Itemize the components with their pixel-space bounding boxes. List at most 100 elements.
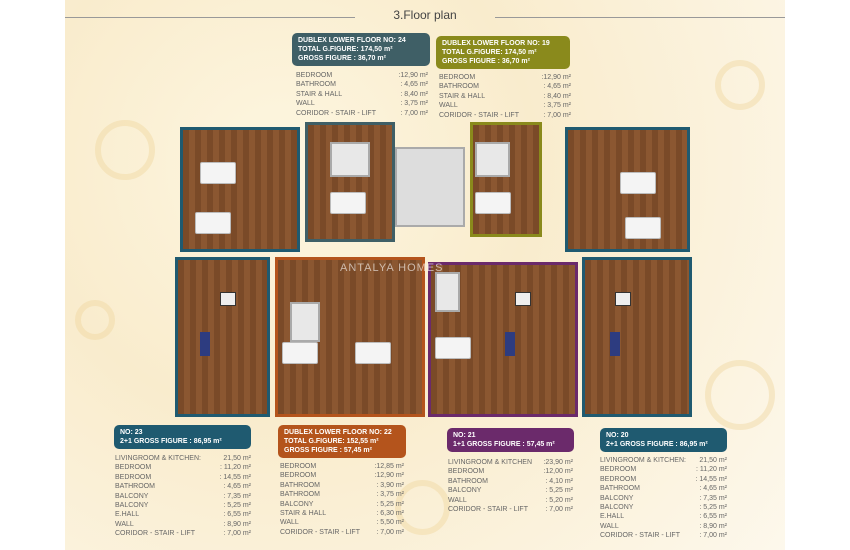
- area-row: WALL: 8,90 m²: [600, 522, 727, 531]
- room-name: BALCONY: [115, 502, 149, 510]
- room-name: WALL: [280, 519, 299, 527]
- area-row: BEDROOM:12,85 m²: [280, 462, 404, 471]
- bed: [330, 192, 366, 214]
- header-line: TOTAL G.FIGURE: 152,55 m²: [284, 438, 379, 445]
- room-name: BEDROOM: [115, 473, 152, 481]
- area-row: BALCONY: 5,25 m²: [448, 486, 573, 495]
- room-area: : 4,65 m²: [223, 483, 251, 491]
- unit-23-header: NO: 23 2+1 GROSS FIGURE : 86,95 m²: [114, 425, 251, 449]
- sofa: [200, 332, 210, 356]
- room-area: : 6,55 m²: [699, 513, 727, 521]
- room-name: BEDROOM: [439, 74, 476, 81]
- room-name: BATHROOM: [280, 481, 320, 489]
- bathroom: [475, 142, 510, 177]
- room-area: :12,90 m²: [398, 72, 428, 79]
- room-name: LIVINGROOM & KITCHEN:: [600, 457, 686, 464]
- area-row: WALL: 3,75 m²: [296, 99, 428, 108]
- unit-24-header: DUBLEX LOWER FLOOR NO: 24 TOTAL G.FIGURE…: [292, 33, 430, 66]
- header-line: DUBLEX LOWER FLOOR NO: 22: [284, 429, 392, 436]
- room-area: : 7,00 m²: [543, 111, 571, 119]
- room-area: : 7,35 m²: [223, 492, 251, 500]
- stair-core: [395, 147, 465, 227]
- room-name: BEDROOM: [448, 468, 485, 476]
- area-row: CORIDOR - STAIR - LIFT : 7,00 m²: [115, 529, 251, 538]
- unit-19: [470, 122, 542, 237]
- header-line: 1+1 GROSS FIGURE : 57,45 m²: [453, 441, 555, 448]
- area-row: BATHROOM: 4,10 m²: [448, 477, 573, 486]
- area-row: LIVINGROOM & KITCHEN:21,50 m²: [115, 454, 251, 463]
- header-line: 2+1 GROSS FIGURE : 86,95 m²: [120, 438, 222, 445]
- area-row: BALCONY: 7,35 m²: [600, 494, 727, 503]
- area-row: BEDROOM : 14,55 m²: [115, 473, 251, 482]
- decor-bubble: [705, 360, 775, 430]
- bathroom: [435, 272, 460, 312]
- area-row: BEDROOM:12,90 m²: [439, 73, 571, 82]
- room-area: : 5,20 m²: [545, 496, 573, 504]
- header-line: DUBLEX LOWER FLOOR NO: 19: [442, 40, 550, 47]
- header-line: NO: 23: [120, 429, 143, 436]
- room-name: BALCONY: [280, 500, 314, 508]
- header-line: TOTAL G.FIGURE: 174,50 m²: [298, 46, 393, 53]
- room-name: BALCONY: [600, 494, 634, 502]
- dining-table: [515, 292, 531, 306]
- dining-table: [615, 292, 631, 306]
- room-name: STAIR & HALL: [280, 510, 327, 518]
- decor-bubble: [95, 120, 155, 180]
- room-area: : 5,25 m²: [223, 502, 251, 510]
- area-row: BATHROOM: 4,65 m²: [600, 484, 727, 493]
- room-name: BATHROOM: [115, 483, 155, 491]
- area-row: LIVINGROOM & KITCHEN: 21,50 m²: [600, 456, 727, 465]
- area-row: E.HALL: 6,55 m²: [115, 510, 251, 519]
- room-area: : 3,75 m²: [376, 491, 404, 499]
- header-line: GROSS FIGURE : 57,45 m²: [284, 447, 372, 454]
- room-name: BALCONY: [115, 492, 149, 500]
- room-area: :12,85 m²: [374, 463, 404, 470]
- room-area: : 5,25 m²: [376, 500, 404, 508]
- unit-19-header: DUBLEX LOWER FLOOR NO: 19 TOTAL G.FIGURE…: [436, 36, 570, 69]
- room-name: WALL: [296, 100, 315, 108]
- room-area: : 5,25 m²: [699, 504, 727, 512]
- area-row: E.HALL : 6,55 m²: [600, 512, 727, 521]
- header-line: 2+1 GROSS FIGURE : 86,95 m²: [606, 441, 708, 448]
- area-row: BEDROOM:12,90 m²: [280, 471, 404, 480]
- area-row: BEDROOM:12,00 m²: [448, 467, 573, 476]
- unit-23-bedrooms: [180, 127, 300, 252]
- room-name: CORIDOR - STAIR - LIFT: [448, 506, 528, 514]
- room-area: : 7,00 m²: [400, 109, 428, 117]
- area-row: STAIR & HALL : 8,40 m²: [296, 90, 428, 99]
- room-area: : 14,55 m²: [219, 473, 251, 481]
- area-row: WALL: 8,90 m²: [115, 520, 251, 529]
- room-name: BATHROOM: [280, 491, 320, 499]
- room-area: :23,90 m²: [543, 459, 573, 466]
- page-title: 3.Floor plan: [65, 8, 785, 26]
- header-line: GROSS FIGURE : 36,70 m²: [298, 55, 386, 62]
- watermark: ANTALYA HOMES: [340, 262, 444, 274]
- area-row: STAIR & HALL: 8,40 m²: [439, 92, 571, 101]
- room-name: BALCONY: [448, 487, 482, 495]
- room-name: CORIDOR - STAIR - LIFT: [115, 530, 195, 538]
- header-line: NO: 20: [606, 432, 629, 439]
- header-line: DUBLEX LOWER FLOOR NO: 24: [298, 37, 406, 44]
- sofa: [610, 332, 620, 356]
- room-area: : 7,00 m²: [223, 530, 251, 538]
- unit-20-header: NO: 20 2+1 GROSS FIGURE : 86,95 m²: [600, 428, 727, 452]
- room-name: E.HALL: [600, 513, 625, 521]
- room-area: : 8,40 m²: [400, 90, 428, 98]
- room-area: 21,50 m²: [699, 457, 727, 464]
- bed: [355, 342, 391, 364]
- room-name: CORIDOR - STAIR - LIFT: [600, 532, 680, 540]
- bed: [282, 342, 318, 364]
- room-name: WALL: [115, 520, 134, 528]
- area-row: BALCONY : 7,35 m²: [115, 492, 251, 501]
- room-name: STAIR & HALL: [296, 90, 343, 98]
- room-name: CORIDOR - STAIR - LIFT: [439, 111, 519, 119]
- area-row: BALCONY: 5,25 m²: [600, 503, 727, 512]
- area-row: CORIDOR - STAIR - LIFT: 7,00 m²: [280, 528, 404, 537]
- room-name: LIVINGROOM & KITCHEN:: [115, 455, 201, 462]
- area-row: CORIDOR - STAIR - LIFT: 7,00 m²: [448, 505, 573, 514]
- room-area: : 11,20 m²: [220, 464, 251, 472]
- room-name: E.HALL: [115, 511, 140, 519]
